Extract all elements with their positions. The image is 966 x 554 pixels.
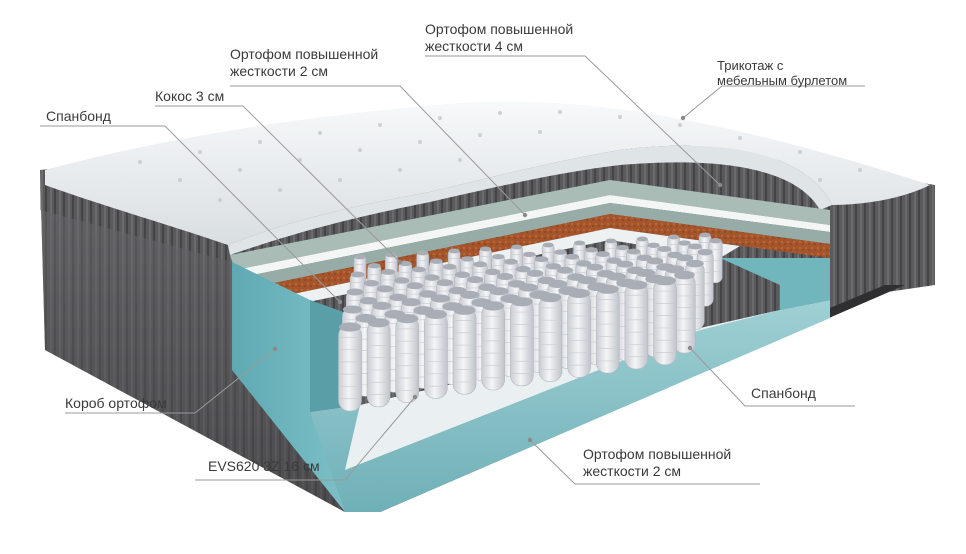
leader-coconut (155, 105, 401, 263)
label-knit: Трикотаж с мебельным бурлетом (717, 58, 848, 88)
leader-box (65, 348, 276, 414)
spring-coil (424, 309, 448, 399)
spring-coil (481, 301, 505, 391)
spring-coil (452, 305, 477, 395)
spring-coil (538, 293, 563, 382)
label-ortofom-top-2cm: Ортофом повышенной жесткости 2 см (230, 46, 379, 79)
spring-coil (510, 297, 534, 387)
spring-coil (395, 314, 420, 403)
spring-coil (673, 270, 696, 354)
spring-coil (653, 276, 677, 366)
label-ortofom-bottom-2cm: Ортофом повышенной жесткости 2 см (583, 446, 732, 479)
label-spunbond-top: Спанбонд (46, 108, 111, 124)
spring-coil (567, 288, 591, 378)
foam-layer-4cm (230, 180, 830, 278)
label-spunbond-bottom: Спанбонд (751, 385, 816, 401)
leader-ortofom-top-2cm (230, 85, 526, 216)
leader-knit (682, 85, 865, 119)
leader-spunbond-top (40, 125, 341, 303)
coconut-layer (240, 214, 830, 315)
spring-coil (338, 322, 362, 412)
leader-springs (195, 396, 416, 481)
leader-spunbond-bottom (689, 347, 855, 407)
spring-coil (366, 318, 391, 408)
label-coconut: Кокос 3 см (155, 88, 225, 104)
pocket-springs (338, 232, 723, 412)
leader-ortofom-top-4cm (425, 55, 721, 186)
label-ortofom-top-4cm: Ортофом повышенной жесткости 4 см (425, 21, 574, 54)
label-springs: EVS620 3Z 16 см (208, 458, 320, 474)
spring-coil (595, 284, 620, 374)
leader-ortofom-bottom-2cm (529, 439, 760, 485)
label-box: Короб ортофом (65, 395, 167, 411)
foam-layer-2cm-top (238, 203, 830, 290)
quilted-top-layer (45, 101, 930, 255)
spring-coil (624, 280, 649, 370)
